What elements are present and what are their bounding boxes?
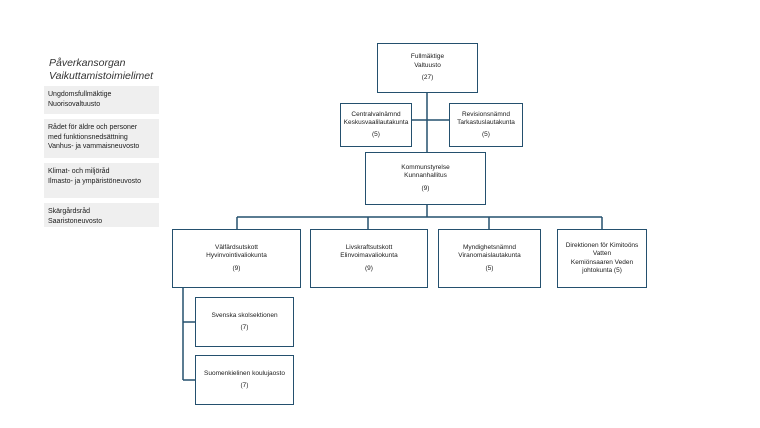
member-count: (7) [240,324,249,331]
box-label: Tarkastuslautakunta [457,119,515,127]
sidebar-item-label: Klimat- och miljöråd [48,168,110,175]
box-label: Keskusvaalilautakunta [343,119,409,127]
box-label: Välfärdsutskott [215,243,258,251]
box-revisionsnamnd: Revisionsnämnd Tarkastuslautakunta (5) [449,103,523,147]
sidebar-item-ungdomsfullmaktige: Ungdomsfullmäktige Nuorisovaltuusto [44,86,159,114]
member-count: (5) [372,130,380,138]
member-count: (9) [421,184,430,192]
sidebar-item-label: Rådet för äldre och personer [48,124,138,131]
box-suomenkielinen-koulujaosto: Suomenkielinen koulujaosto (7) [195,355,294,405]
sidebar-item-label: Skärgårdsråd [48,208,91,215]
member-count: (5) [485,264,494,272]
box-label: Fullmäktige [410,53,445,61]
sidebar-item-label: Ilmasto- ja ympäristöneuvosto [48,177,141,185]
box-label: Vatten [592,250,612,257]
box-label: Livskraftsutskott [345,243,393,251]
box-label: Suomenkielinen koulujaosto [204,369,285,377]
box-label: Viranomaislautakunta [458,252,521,260]
box-kommunstyrelse: Kommunstyrelse Kunnanhallitus (9) [365,152,486,205]
member-count: (7) [240,382,249,389]
box-valfardsutskott: Välfärdsutskott Hyvinvointivaliokunta (9… [172,229,301,288]
member-count: (5) [482,130,490,138]
box-label: Kommunstyrelse [401,163,450,171]
box-label: Myndighetsnämnd [462,243,517,251]
sidebar-item-label: Ungdomsfullmäktige [48,91,112,98]
box-livskraftsutskott: Livskraftsutskott Elinvoimavaliokunta (9… [310,229,428,288]
member-count: (9) [365,264,373,272]
box-label: Revisionsnämnd [461,110,511,118]
box-label: Svenska skolsektionen [211,311,278,319]
box-myndighetsnamnd: Myndighetsnämnd Viranomaislautakunta (5) [438,229,541,288]
sidebar-item-klimatrad: Klimat- och miljöråd Ilmasto- ja ympäris… [44,163,159,198]
sidebar-item-label: Saaristoneuvosto [48,217,103,225]
box-label: Kunnanhallitus [404,172,447,180]
sidebar-item-label: Vanhus- ja vammaisneuvosto [48,143,140,150]
box-label: Kemiönsaaren Veden [570,258,634,266]
sidebar-subtitle: Vaikuttamistoimielimet [49,70,154,82]
box-label: Direktionen för Kimitoöns [565,241,639,249]
sidebar-title: Påverkansorgan [49,57,126,69]
box-svenska-skolsektionen: Svenska skolsektionen (7) [195,297,294,347]
box-label: johtokunta (5) [582,267,622,274]
box-label: Valtuusto [414,61,441,69]
sidebar-item-label: Nuorisovaltuusto [48,100,101,108]
sidebar-item-skargardsrad: Skärgårdsråd Saaristoneuvosto [44,203,159,227]
box-label: Centralvalnämnd [351,110,401,118]
box-fullmaktige: Fullmäktige Valtuusto (27) [377,43,478,93]
member-count: (27) [421,74,434,82]
sidebar-item-aldreradet: Rådet för äldre och personer med funktio… [44,119,159,158]
box-direktionen: Direktionen för Kimitoöns Vatten Kemiöns… [557,229,647,288]
box-centralvalnamnd: Centralvalnämnd Keskusvaalilautakunta (5… [340,103,412,147]
sidebar-item-label: med funktionsnedsättning [48,133,128,141]
box-label: Hyvinvointivaliokunta [206,252,267,260]
box-label: Elinvoimavaliokunta [340,252,398,260]
member-count: (9) [232,264,241,272]
